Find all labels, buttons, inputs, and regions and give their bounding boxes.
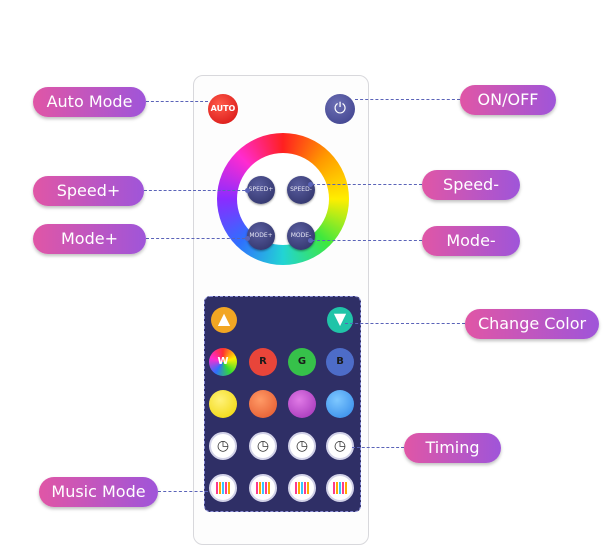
- color-lightblue-button[interactable]: [326, 390, 354, 418]
- label-music-mode: Music Mode: [39, 477, 158, 507]
- callout-dot: [308, 238, 313, 243]
- brightness-down-button[interactable]: ▼: [327, 307, 353, 333]
- label-on-off: ON/OFF: [460, 85, 556, 115]
- brightness-up-button[interactable]: ▲: [211, 307, 237, 333]
- label-change-color: Change Color: [465, 309, 599, 339]
- callout-dot: [245, 188, 250, 193]
- clock-icon: ◷: [295, 438, 309, 454]
- color-orange-button[interactable]: [249, 390, 277, 418]
- music-button-1[interactable]: [209, 474, 237, 502]
- equalizer-icon: [333, 482, 347, 494]
- equalizer-icon: [295, 482, 309, 494]
- music-button-2[interactable]: [249, 474, 277, 502]
- callout-line-mode-plus: [146, 238, 250, 239]
- callout-line-auto: [146, 101, 208, 102]
- arrow-down-icon: ▼: [333, 309, 347, 328]
- callout-dot: [308, 182, 313, 187]
- callout-line-speed-plus: [144, 190, 250, 191]
- callout-line-speed-minus: [312, 184, 422, 185]
- speed-minus-button[interactable]: SPEED-: [287, 176, 315, 204]
- color-wheel[interactable]: [217, 133, 349, 265]
- callout-line-change-color: [345, 323, 465, 324]
- mode-minus-button[interactable]: MODE-: [287, 222, 315, 250]
- clock-icon: ◷: [333, 438, 347, 454]
- color-purple-button[interactable]: [288, 390, 316, 418]
- callout-line-timing: [352, 447, 404, 448]
- clock-icon: ◷: [256, 438, 270, 454]
- label-timing: Timing: [404, 433, 501, 463]
- label-mode-minus: Mode-: [422, 226, 520, 256]
- equalizer-icon: [256, 482, 270, 494]
- timer-button-1[interactable]: ◷: [209, 432, 237, 460]
- timer-button-2[interactable]: ◷: [249, 432, 277, 460]
- speed-plus-button[interactable]: SPEED+: [247, 176, 275, 204]
- timer-button-4[interactable]: ◷: [326, 432, 354, 460]
- music-button-3[interactable]: [288, 474, 316, 502]
- label-mode-plus: Mode+: [33, 224, 146, 254]
- label-speed-minus: Speed-: [422, 170, 520, 200]
- green-button[interactable]: G: [288, 348, 316, 376]
- mode-plus-button[interactable]: MODE+: [247, 222, 275, 250]
- power-button[interactable]: ⏻: [325, 94, 355, 124]
- auto-button[interactable]: AUTO: [208, 94, 238, 124]
- label-speed-plus: Speed+: [33, 176, 144, 206]
- callout-dot: [245, 236, 250, 241]
- callout-line-onoff: [355, 99, 460, 100]
- power-icon: ⏻: [334, 99, 346, 117]
- color-yellow-button[interactable]: [209, 390, 237, 418]
- blue-button[interactable]: B: [326, 348, 354, 376]
- white-button[interactable]: W: [209, 348, 237, 376]
- callout-line-mode-minus: [312, 240, 422, 241]
- arrow-up-icon: ▲: [217, 309, 231, 328]
- equalizer-icon: [216, 482, 230, 494]
- callout-line-music: [158, 491, 208, 492]
- label-auto-mode: Auto Mode: [33, 87, 146, 117]
- music-button-4[interactable]: [326, 474, 354, 502]
- red-button[interactable]: R: [249, 348, 277, 376]
- clock-icon: ◷: [216, 438, 230, 454]
- timer-button-3[interactable]: ◷: [288, 432, 316, 460]
